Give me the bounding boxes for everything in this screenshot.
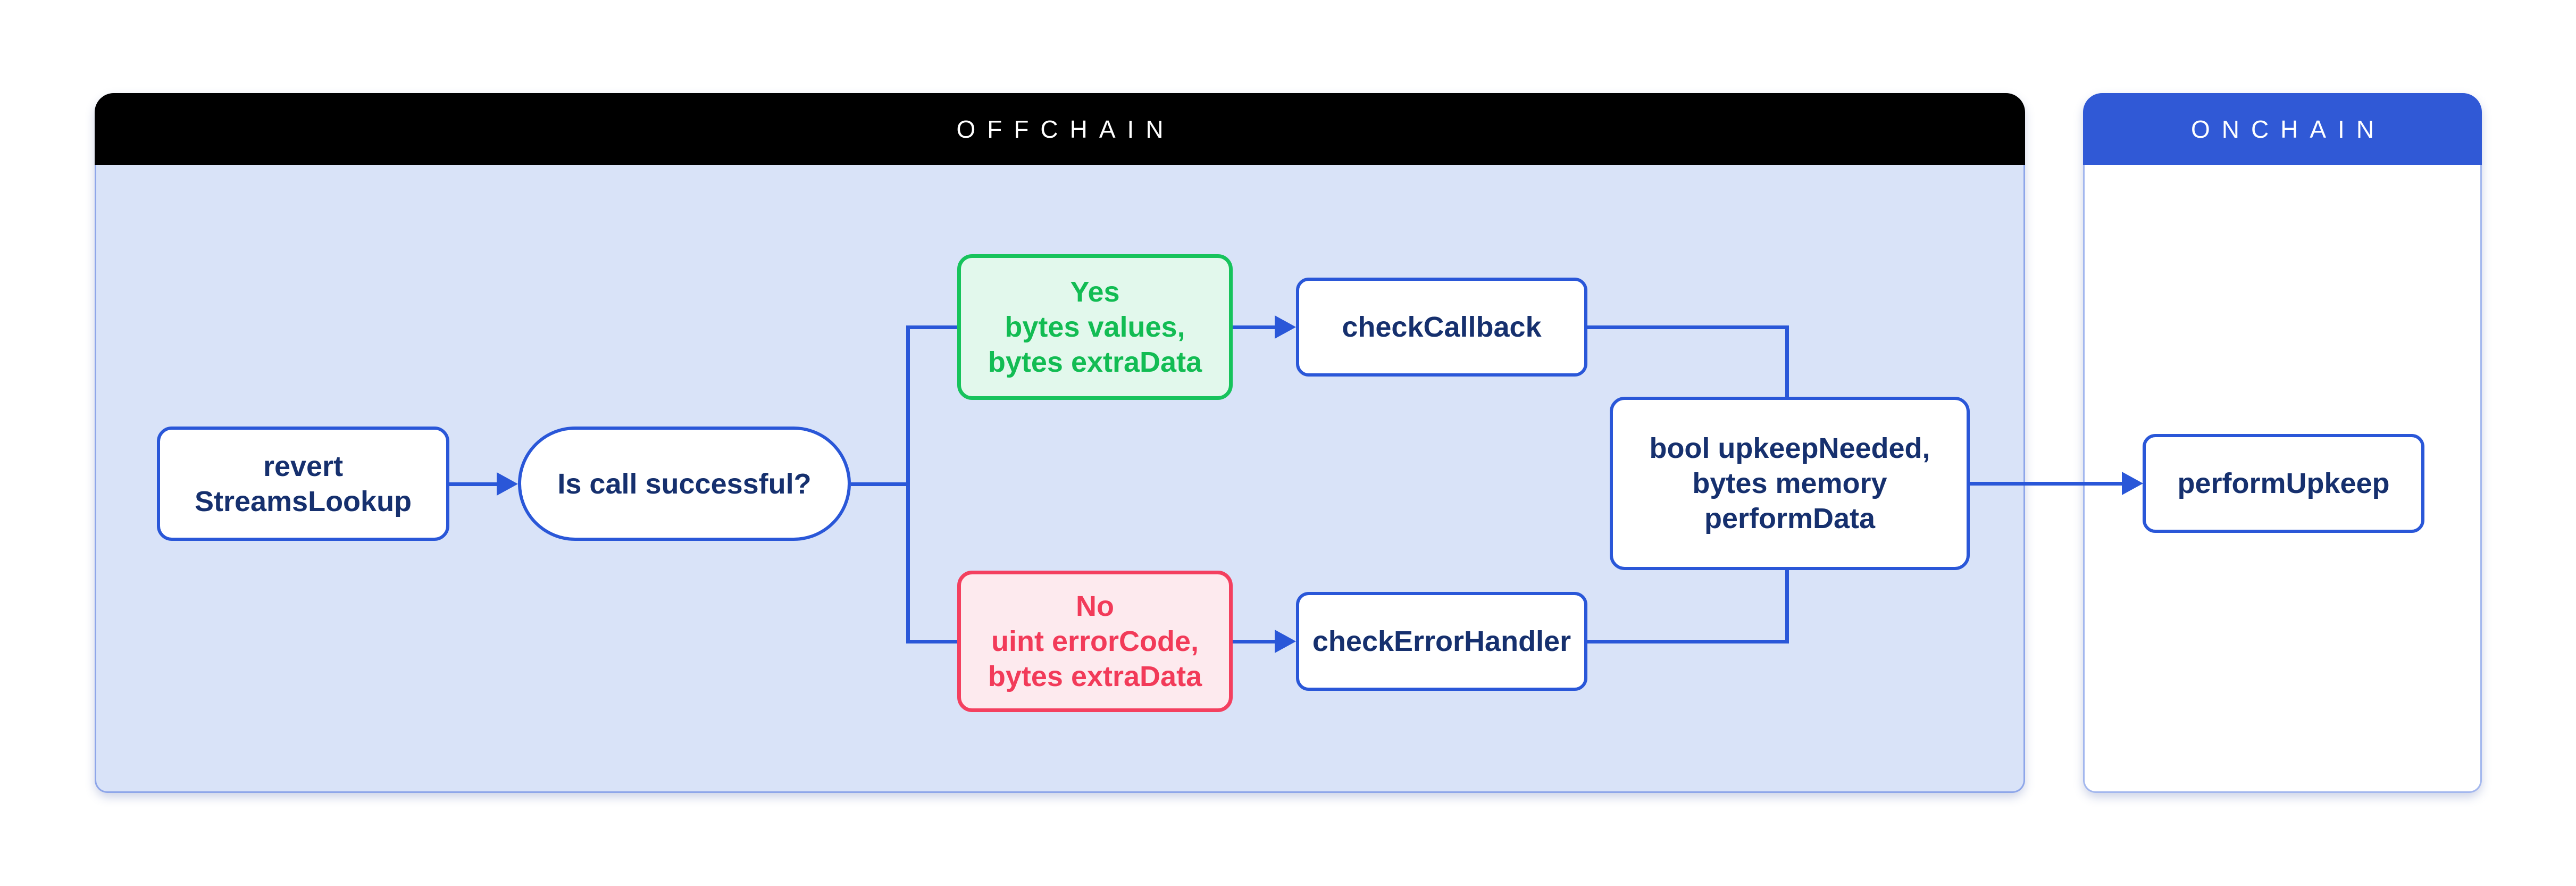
node-upkeep-result: bool upkeepNeeded, bytes memory performD… (1610, 397, 1970, 570)
edge-checkerrorhandler-up (1785, 569, 1789, 643)
edge-result-to-performupkeep (1970, 481, 2122, 486)
edge-revert-to-question (449, 482, 499, 486)
node-checkerrorhandler: checkErrorHandler (1296, 592, 1587, 691)
offchain-title: OFFCHAIN (956, 115, 1175, 143)
arrowhead-into-checkerrorhandler (1275, 630, 1296, 653)
node-revert-streamslookup: revert StreamsLookup (157, 427, 449, 541)
node-is-call-successful: Is call successful? (518, 427, 851, 541)
arrowhead-into-checkcallback (1275, 315, 1296, 339)
edge-question-to-branch (851, 482, 909, 486)
onchain-header: ONCHAIN (2083, 93, 2482, 165)
onchain-title: ONCHAIN (2190, 115, 2386, 143)
offchain-header: OFFCHAIN (95, 93, 2025, 165)
edge-checkerrorhandler-out (1587, 639, 1788, 643)
node-performupkeep: performUpkeep (2143, 434, 2424, 533)
branch-vertical-line (906, 325, 910, 643)
edge-checkcallback-out (1587, 325, 1788, 329)
node-no-branch: No uint errorCode, bytes extraData (957, 571, 1233, 712)
arrowhead-into-performupkeep (2122, 472, 2143, 495)
edge-checkcallback-down (1785, 325, 1789, 400)
node-yes-branch: Yes bytes values, bytes extraData (957, 254, 1233, 400)
arrowhead-into-question (497, 472, 518, 496)
node-checkcallback: checkCallback (1296, 278, 1587, 377)
